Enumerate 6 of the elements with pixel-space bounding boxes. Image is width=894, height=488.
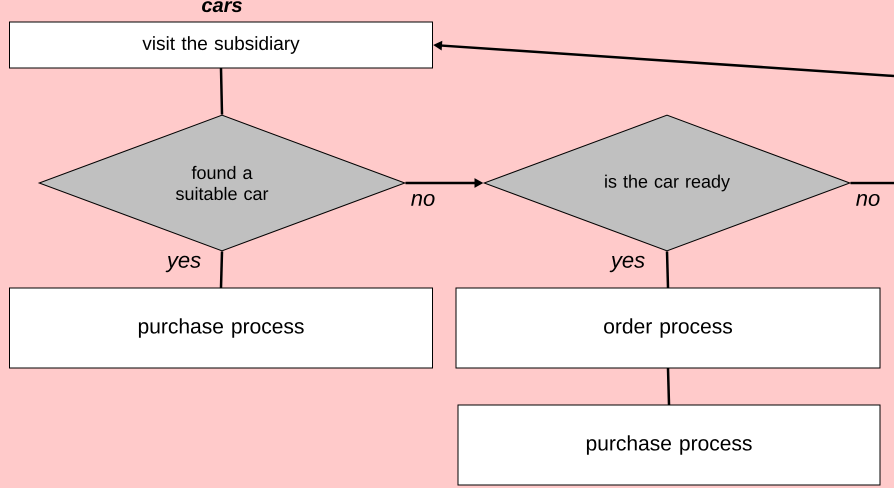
edge-label: yes bbox=[166, 254, 202, 274]
process-box: purchase process bbox=[458, 404, 880, 486]
process-box: purchase process bbox=[9, 288, 433, 368]
process-box: order process bbox=[456, 288, 880, 368]
process-box: visit the subsidiary bbox=[9, 22, 433, 68]
edge-label: yes bbox=[610, 254, 646, 274]
